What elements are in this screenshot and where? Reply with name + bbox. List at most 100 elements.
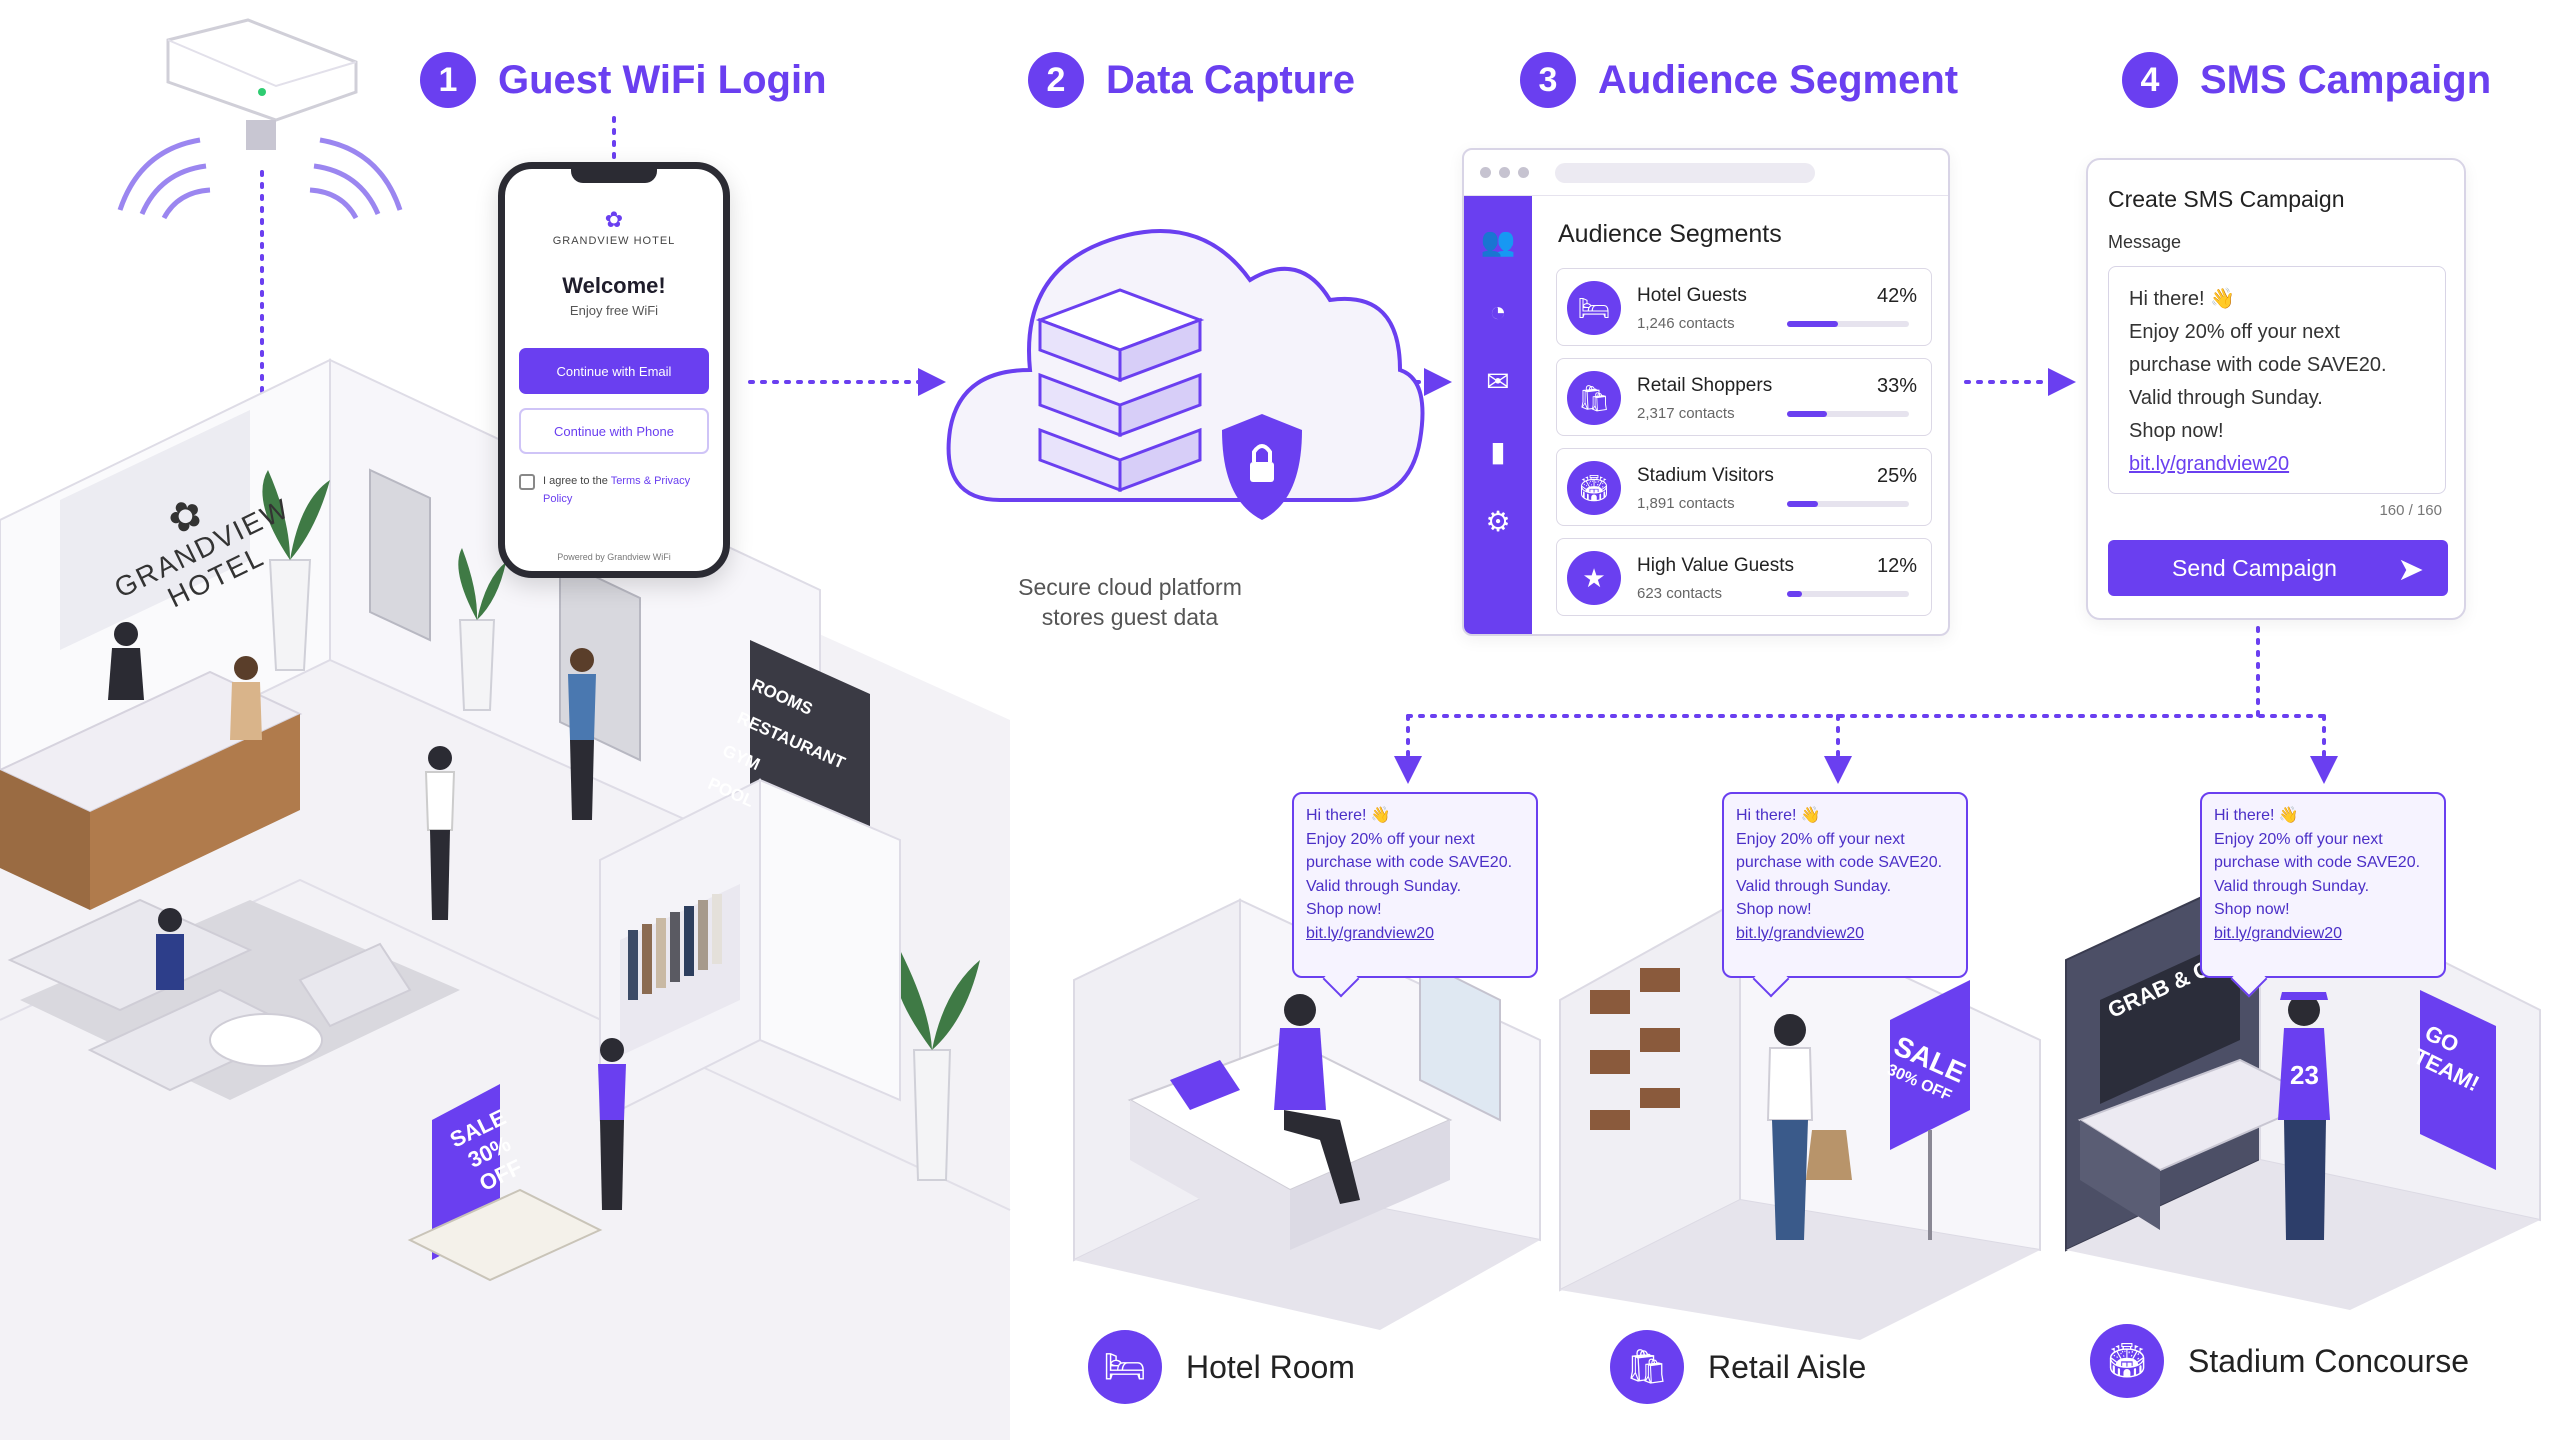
segment-percent: 12% xyxy=(1876,555,1917,577)
people-figures xyxy=(108,622,626,1210)
segment-percent: 25% xyxy=(1876,465,1917,487)
location-name: Retail Aisle xyxy=(1708,1348,1867,1385)
bubble-line: Shop now! xyxy=(2214,901,2290,918)
character-counter: 160 / 160 xyxy=(2379,502,2442,519)
segment-count: 1,891 contacts xyxy=(1637,495,1735,512)
message-link[interactable]: bit.ly/grandview20 xyxy=(2129,453,2290,475)
message-line: Shop now! xyxy=(2129,420,2224,442)
bed-icon: 🛏 xyxy=(1088,1330,1162,1404)
phone-subtitle: Enjoy free WiFi xyxy=(569,303,659,318)
panel-sidebar: 👥 ◔ ✉ ▮ ⚙ xyxy=(1464,196,1532,634)
segment-progress xyxy=(1787,591,1909,597)
step-number: 1 xyxy=(420,52,476,108)
bubble-link[interactable]: bit.ly/grandview20 xyxy=(1736,924,1865,942)
phone-login-screen: ✿ GRANDVIEW HOTEL Welcome! Enjoy free Wi… xyxy=(498,162,730,578)
bubble-line: Valid through Sunday. xyxy=(1306,877,1462,895)
segment-progress xyxy=(1787,321,1909,327)
segment-row[interactable]: 🛏 Hotel Guests 1,246 contacts 42% xyxy=(1556,268,1932,346)
bed-icon: 🛏 xyxy=(1567,281,1621,335)
terms-agreement: I agree to the Terms & Privacy Policy xyxy=(519,472,709,508)
phone-notch xyxy=(571,167,657,183)
segment-count: 623 contacts xyxy=(1637,585,1723,602)
location-name: Hotel Room xyxy=(1186,1348,1355,1385)
segment-row[interactable]: 🛍 Retail Shoppers 2,317 contacts 33% xyxy=(1556,358,1932,436)
step-number: 4 xyxy=(2122,52,2178,108)
segment-name: Stadium Visitors xyxy=(1637,465,1774,486)
message-textarea[interactable]: Hi there! 👋 Enjoy 20% off your next purc… xyxy=(2108,266,2446,494)
cloud-server-illustration xyxy=(946,229,1425,520)
shield-lock-icon xyxy=(1222,414,1302,520)
cloud-caption: Secure cloud platform stores guest data xyxy=(960,572,1300,632)
agree-text: I agree to the xyxy=(543,475,611,487)
segment-progress-fill xyxy=(1787,501,1818,507)
location-retail-aisle: 🛍 Retail Aisle xyxy=(1610,1330,1866,1404)
step-title: Guest WiFi Login xyxy=(498,57,827,102)
wifi-router-icon xyxy=(117,18,403,220)
message-label: Message xyxy=(2108,232,2182,252)
bubble-line: purchase with code SAVE20. xyxy=(2214,854,2421,871)
bubble-line: Enjoy 20% off your next xyxy=(1306,830,1475,848)
window-titlebar xyxy=(1464,150,1948,196)
sms-bubble-retail-aisle: Hi there! 👋 Enjoy 20% off your next purc… xyxy=(1722,792,1968,998)
jersey-number: 23 xyxy=(2290,1060,2319,1090)
gear-icon[interactable]: ⚙ xyxy=(1485,506,1511,537)
bubble-line: Valid through Sunday. xyxy=(2214,877,2370,895)
continue-phone-button[interactable]: Continue with Phone xyxy=(519,408,709,454)
message-line: Valid through Sunday. xyxy=(2129,387,2323,409)
step-title: Audience Segment xyxy=(1598,57,1959,102)
cloud-caption-line1: Secure cloud platform xyxy=(1018,574,1242,600)
message-line: purchase with code SAVE20. xyxy=(2129,354,2387,376)
stadium-icon: 🏟 xyxy=(2090,1324,2164,1398)
hotel-room-scene xyxy=(1073,898,1541,1330)
shopping-bag-icon: 🛍 xyxy=(1610,1330,1684,1404)
location-hotel-room: 🛏 Hotel Room xyxy=(1088,1330,1355,1404)
pie-chart-icon[interactable]: ◔ xyxy=(1489,296,1507,327)
bubble-line: Hi there! 👋 xyxy=(1736,807,1821,824)
sms-bubble-hotel-room: Hi there! 👋 Enjoy 20% off your next purc… xyxy=(1292,792,1538,998)
segment-progress xyxy=(1787,411,1909,417)
address-bar xyxy=(1555,162,1815,183)
powered-by: Powered by Grandview WiFi xyxy=(557,552,671,562)
send-campaign-button[interactable]: Send Campaign ➤ xyxy=(2108,540,2448,596)
segment-row[interactable]: 🏟 Stadium Visitors 1,891 contacts 25% xyxy=(1556,448,1932,526)
shopping-bag-icon: 🛍 xyxy=(1567,371,1621,425)
terms-link[interactable]: Terms & Privacy Policy xyxy=(543,475,691,505)
step-2: 2 Data Capture xyxy=(1028,52,1355,108)
step-title: Data Capture xyxy=(1106,57,1355,102)
phone-brand: GRANDVIEW HOTEL xyxy=(552,235,676,247)
bubble-line: Shop now! xyxy=(1306,901,1382,918)
message-line: Enjoy 20% off your next xyxy=(2129,321,2340,343)
mail-icon[interactable]: ✉ xyxy=(1486,366,1510,397)
bubble-link[interactable]: bit.ly/grandview20 xyxy=(2214,924,2343,942)
star-icon: ★ xyxy=(1567,551,1621,605)
location-name: Stadium Concourse xyxy=(2188,1342,2470,1379)
bubble-link[interactable]: bit.ly/grandview20 xyxy=(1306,924,1435,942)
cloud-caption-line2: stores guest data xyxy=(1041,604,1219,630)
step-number: 2 xyxy=(1028,52,1084,108)
location-stadium-concourse: 🏟 Stadium Concourse xyxy=(2090,1324,2469,1398)
bubble-line: purchase with code SAVE20. xyxy=(1736,854,1943,871)
step-4: 4 SMS Campaign xyxy=(2122,52,2491,108)
segment-percent: 42% xyxy=(1876,285,1917,307)
step-title: SMS Campaign xyxy=(2200,57,2492,102)
segment-name: Retail Shoppers xyxy=(1637,375,1773,396)
message-line: Hi there! 👋 xyxy=(2129,288,2236,310)
bubble-line: Shop now! xyxy=(1736,901,1812,918)
terms-checkbox[interactable] xyxy=(519,474,535,490)
users-icon[interactable]: 👥 xyxy=(1480,226,1516,257)
bar-chart-icon[interactable]: ▮ xyxy=(1490,436,1506,467)
sms-bubble-stadium: Hi there! 👋 Enjoy 20% off your next purc… xyxy=(2200,792,2446,998)
continue-email-button[interactable]: Continue with Email xyxy=(519,348,709,394)
window-dot xyxy=(1480,167,1491,178)
segment-row[interactable]: ★ High Value Guests 623 contacts 12% xyxy=(1556,538,1932,616)
hotel-logo-icon: ✿ xyxy=(604,207,624,232)
stadium-icon: 🏟 xyxy=(1567,461,1621,515)
window-dot xyxy=(1499,167,1510,178)
step-1: 1 Guest WiFi Login xyxy=(420,52,827,108)
bubble-line: Hi there! 👋 xyxy=(1306,807,1391,824)
segment-count: 2,317 contacts xyxy=(1637,405,1735,422)
segment-name: Hotel Guests xyxy=(1637,285,1747,306)
bubble-line: Enjoy 20% off your next xyxy=(1736,830,1905,848)
bubble-line: purchase with code SAVE20. xyxy=(1306,854,1513,871)
